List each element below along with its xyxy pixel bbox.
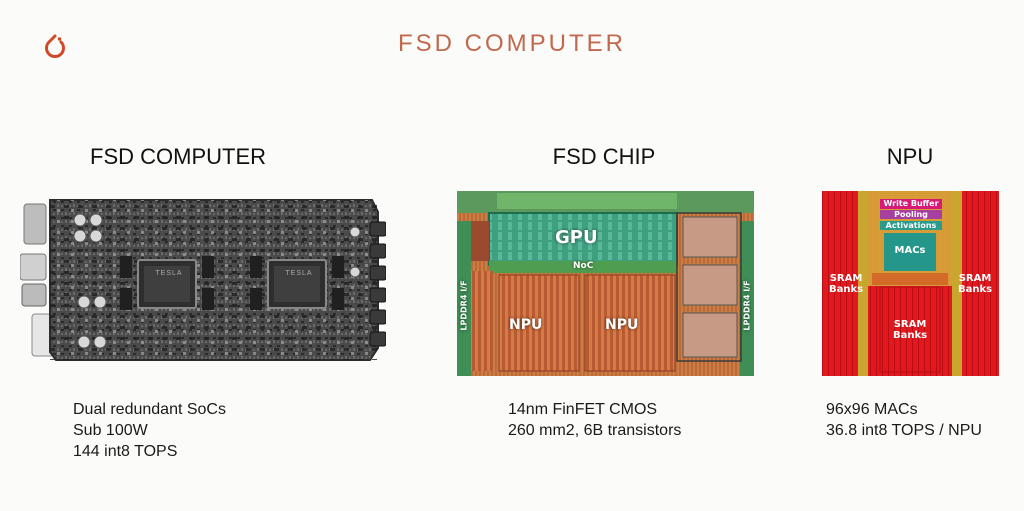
lpddr-left-label: LPDDR4 I/F <box>459 280 469 331</box>
npu-left-label: NPU <box>509 317 543 333</box>
spec-line: Dual redundant SoCs <box>73 401 226 418</box>
sram-banks-right-label: SRAM Banks <box>957 273 993 295</box>
spec-line: 14nm FinFET CMOS <box>508 401 658 418</box>
spec-line: Sub 100W <box>73 422 148 439</box>
spec-line: 96x96 MACs <box>826 401 918 418</box>
soc-chip-marking-right: TESLA <box>285 270 313 277</box>
npu-right-label: NPU <box>605 317 639 333</box>
npu-die-image: Write Buffer Pooling Activations MACs SR… <box>822 191 999 376</box>
sram-banks-center-label: SRAM Banks <box>892 319 928 341</box>
fsd-chip-specs: 14nm FinFET CMOS 260 mm2, 6B transistors <box>508 399 681 441</box>
noc-label: NoC <box>573 261 594 271</box>
fsd-computer-board-image <box>20 199 386 361</box>
macs-label: MACs <box>894 245 926 256</box>
heading-fsd-computer: FSD COMPUTER <box>90 144 266 169</box>
activations-label: Activations <box>885 221 937 230</box>
sram-banks-left-label: SRAM Banks <box>828 273 864 295</box>
spec-line: 36.8 int8 TOPS / NPU <box>826 422 982 439</box>
lpddr-right-label: LPDDR4 I/F <box>742 280 752 331</box>
fsd-computer-specs: Dual redundant SoCs Sub 100W 144 int8 TO… <box>73 399 226 462</box>
heading-fsd-chip: FSD CHIP <box>552 144 656 169</box>
spec-line: 144 int8 TOPS <box>73 443 178 460</box>
gpu-label: GPU <box>555 227 598 248</box>
spec-line: 260 mm2, 6B transistors <box>508 422 682 439</box>
soc-chip-marking-left: TESLA <box>155 270 183 277</box>
npu-specs: 96x96 MACs 36.8 int8 TOPS / NPU <box>826 399 982 441</box>
fsd-chip-die-image: GPU NoC NPU NPU LPDDR4 I/F LPDDR4 I/F <box>457 191 754 376</box>
pooling-label: Pooling <box>894 210 928 219</box>
write-buffer-label: Write Buffer <box>883 199 939 208</box>
heading-npu: NPU <box>886 144 934 169</box>
slide-title: FSD COMPUTER <box>398 30 626 57</box>
pytorch-logo-icon <box>45 34 65 58</box>
